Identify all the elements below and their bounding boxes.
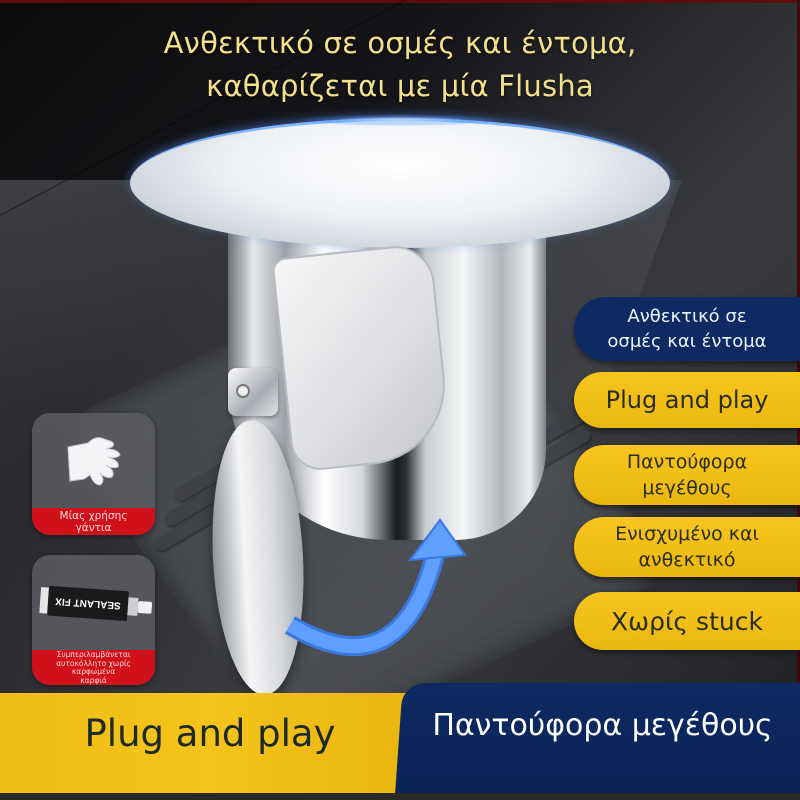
bottom-banner-left: [0, 693, 420, 793]
badge-text: ανθεκτικό: [638, 549, 736, 571]
badge-text: Ενισχυμένο και: [615, 523, 759, 545]
curved-arrow-icon: [284, 518, 467, 657]
feature-badge-odor-insect: Ανθεκτικό σε οσμές και έντομα: [574, 297, 800, 361]
top-border: [0, 0, 800, 3]
hinge-pin: [236, 384, 250, 398]
light-flare: [300, 114, 500, 126]
bottom-strip: [0, 793, 800, 800]
card-label: Συμπεριλαμβάνεται αυτοκόλλητο χωρίς καρφ…: [32, 650, 155, 685]
badge-text: Χωρίς stuck: [611, 606, 763, 636]
feature-badge-reinforced: Ενισχυμένο και ανθεκτικό: [574, 517, 800, 577]
feature-badge-size: Παντούφορα μεγέθους: [574, 445, 800, 505]
badge-text: Ανθεκτικό σε: [627, 306, 747, 327]
card-label-line: καρφωμένα: [71, 667, 116, 676]
feature-badge-no-stuck: Χωρίς stuck: [574, 592, 800, 650]
card-label-line: Μίας χρήσης: [59, 510, 128, 522]
accessory-card-sealant: SEALANT FIX Συμπεριλαμβάνεται αυτοκόλλητ…: [32, 555, 155, 685]
badge-text: οσμές και έντομα: [607, 331, 767, 352]
card-label: Μίας χρήσης γάντια: [32, 508, 155, 535]
badge-text: μεγέθους: [642, 477, 732, 499]
sealant-tube-icon: SEALANT FIX: [39, 585, 153, 622]
bottom-left-label: Plug and play: [84, 712, 336, 755]
headline-line-1: Ανθεκτικό σε οσμές και έντομα,: [163, 26, 637, 60]
badge-text: Παντούφορα: [626, 451, 748, 473]
badge-text: Plug and play: [605, 386, 769, 414]
drain-cap: [130, 118, 670, 248]
card-label-line: καρφιά: [80, 675, 107, 685]
bottom-right-label: Παντούφορα μεγέθους: [432, 708, 773, 743]
accessory-card-gloves: Μίας χρήσης γάντια: [32, 413, 155, 535]
headline: Ανθεκτικό σε οσμές και έντομα, καθαρίζετ…: [0, 22, 800, 108]
svg-text:SEALANT FIX: SEALANT FIX: [55, 595, 121, 611]
feature-badge-plug-and-play: Plug and play: [574, 372, 800, 428]
glove-icon: [67, 437, 121, 486]
card-label-line: αυτοκόλλητο χωρίς: [56, 658, 131, 668]
card-label-line: Συμπεριλαμβάνεται: [56, 650, 131, 659]
card-label-line: γάντια: [75, 522, 112, 534]
headline-line-2: καθαρίζεται με μία Flusha: [206, 69, 594, 103]
